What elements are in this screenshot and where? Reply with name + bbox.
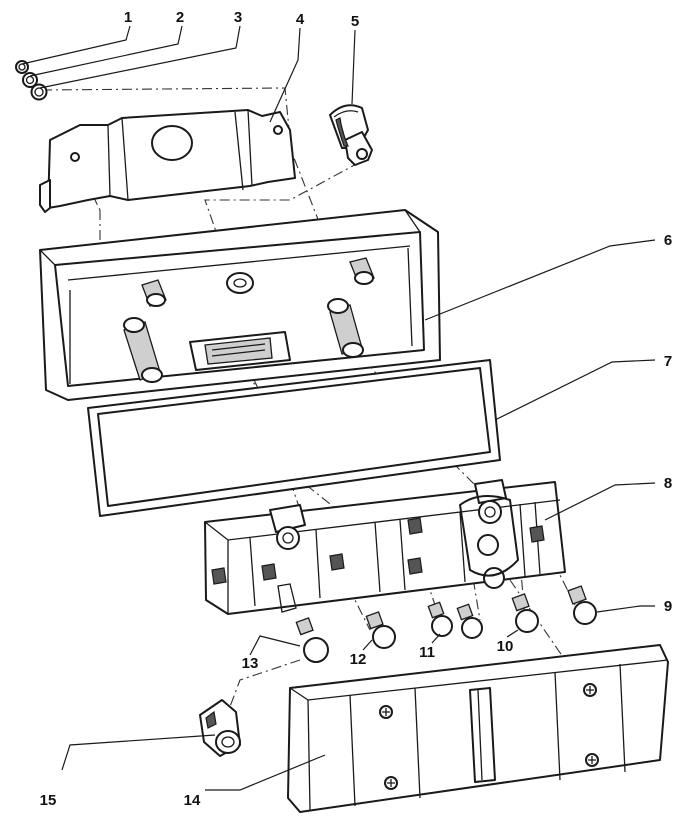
callout-7: 7 [664, 353, 672, 370]
callout-14: 14 [184, 792, 201, 809]
socket-part-15 [199, 699, 241, 757]
bulb-part-10 [511, 593, 539, 633]
callout-15: 15 [40, 792, 57, 809]
bulb-part-13 [295, 617, 329, 663]
callout-6: 6 [664, 232, 672, 249]
nut-part-1 [15, 60, 29, 74]
callout-8: 8 [664, 475, 672, 492]
callout-10: 10 [497, 638, 514, 655]
callout-3: 3 [234, 9, 242, 26]
callout-13: 13 [242, 655, 259, 672]
callout-1: 1 [124, 9, 132, 26]
callout-2: 2 [176, 9, 184, 26]
gasket-part-7 [87, 359, 501, 517]
callout-9: 9 [664, 598, 672, 615]
bulb-carrier-part-8 [204, 479, 566, 615]
bulb-part-11 [427, 601, 483, 639]
lamp-housing-part-6 [39, 209, 441, 401]
callout-11: 11 [419, 644, 435, 661]
washer-part-3 [30, 83, 48, 101]
bulb-part-9 [567, 585, 597, 625]
callout-labels: 1 2 3 4 5 6 7 8 9 10 11 12 13 14 15 [40, 9, 673, 809]
mounting-bracket-part-4 [39, 109, 296, 213]
bulb-part-12 [365, 611, 396, 649]
callout-12: 12 [350, 651, 367, 668]
callout-5: 5 [351, 13, 359, 30]
bulb-holder-part-5 [329, 104, 373, 166]
callout-leaders [21, 25, 656, 791]
washer-part-2 [22, 72, 38, 88]
nut-washer-set [15, 60, 48, 101]
lens-part-14 [287, 644, 669, 813]
callout-4: 4 [296, 11, 305, 28]
